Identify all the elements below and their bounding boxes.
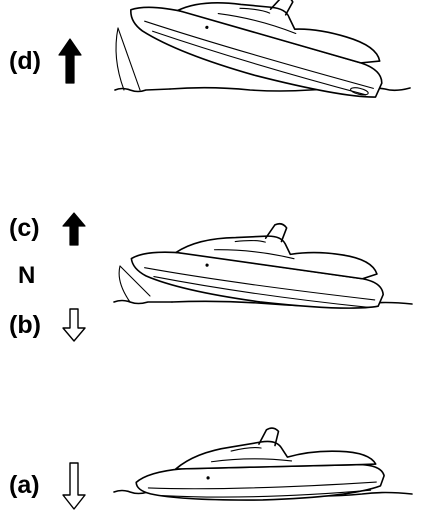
- panel-a: (a): [0, 420, 429, 523]
- down-arrow-icon: [62, 308, 86, 342]
- up-arrow-icon: [58, 38, 82, 84]
- watercraft-bow-up: [114, 0, 411, 98]
- label-a: (a): [9, 471, 40, 499]
- panel-c-n-b: (c) N (b): [0, 200, 429, 360]
- up-arrow-icon: [62, 212, 86, 246]
- label-b: (b): [9, 311, 41, 339]
- label-c: (c): [9, 214, 40, 242]
- panel-d: (d): [0, 0, 429, 110]
- watercraft-bow-down: [113, 427, 413, 501]
- down-arrow-icon: [62, 462, 86, 510]
- label-d: (d): [9, 47, 41, 75]
- label-n: N: [18, 262, 36, 289]
- watercraft-level: [113, 222, 413, 309]
